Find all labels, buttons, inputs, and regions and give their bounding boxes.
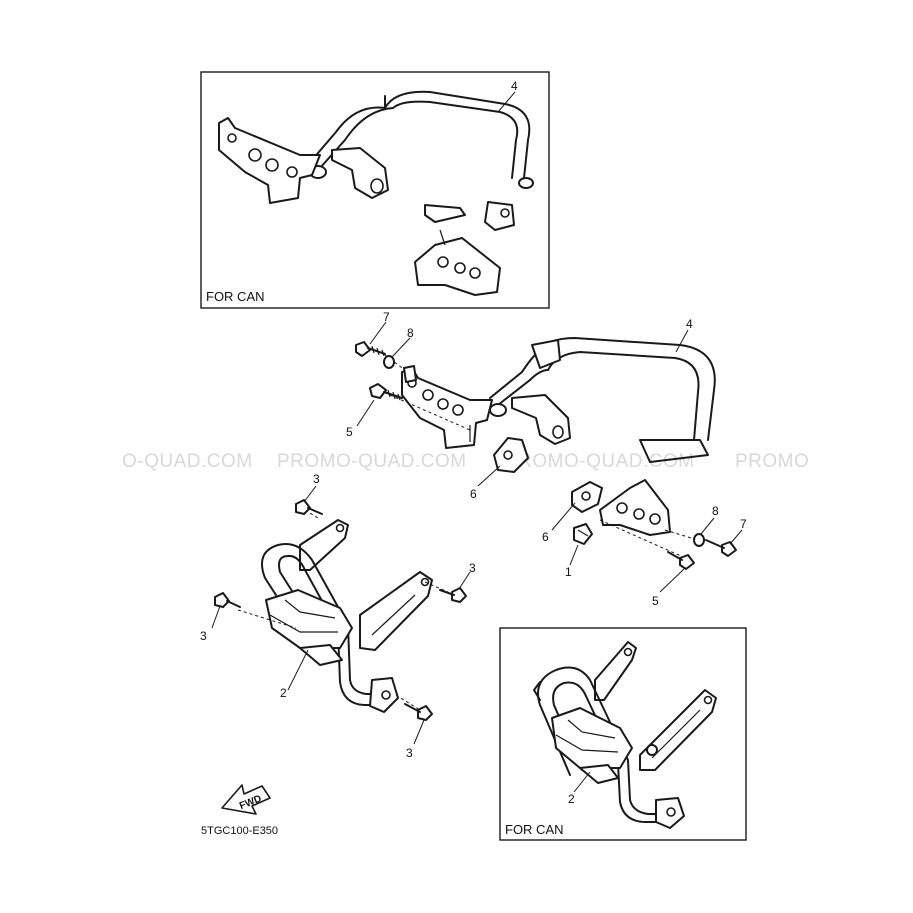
inset-bottom-frame (499, 627, 747, 841)
main-grab-bar-assembly: 4 7 8 5 6 6 1 8 7 5 (346, 310, 747, 608)
inset-bottom: 2 FOR CAN (499, 627, 747, 841)
callout-7: 7 (383, 310, 390, 324)
callout-6: 6 (470, 487, 477, 501)
watermark-segment: PROMO-QUAD.COM (505, 451, 695, 472)
watermark-segment: PROMO-QUAD.COM (277, 451, 467, 472)
callout-3: 3 (406, 746, 413, 760)
callout-4: 4 (511, 79, 518, 93)
bolt-5-left (369, 383, 403, 401)
callout-5: 5 (652, 594, 659, 608)
callout-3: 3 (200, 629, 207, 643)
watermark: O-QUAD.COM PROMO-QUAD.COM PROMO-QUAD.COM… (122, 451, 809, 472)
fwd-arrow-icon: FWD (221, 784, 271, 815)
bolt-3-top (295, 499, 323, 515)
bolt-7-right (705, 539, 737, 557)
callout-7: 7 (740, 517, 747, 531)
callout-2: 2 (280, 686, 287, 700)
bolt-5-right (667, 551, 695, 570)
watermark-segment: PROMO (735, 451, 809, 472)
callout-8: 8 (407, 326, 414, 340)
diagram-code: 5TGC100-E350 (201, 825, 278, 837)
callout-2: 2 (568, 792, 575, 806)
callout-3: 3 (469, 561, 476, 575)
front-guard-drawing (533, 641, 717, 829)
inset-label: FOR CAN (505, 822, 564, 837)
callout-8: 8 (712, 504, 719, 518)
main-front-guard-assembly: 3 3 3 3 2 (200, 472, 476, 760)
bolt-3-left (214, 592, 241, 608)
inset-top-frame (200, 71, 550, 309)
grab-bar-drawing (218, 90, 534, 296)
callout-1: 1 (565, 565, 572, 579)
callout-3: 3 (313, 472, 320, 486)
bolt-7-left (355, 341, 386, 357)
bolt-3-bottom (404, 703, 433, 721)
callout-5: 5 (346, 425, 353, 439)
inset-top: 4 FOR CAN (200, 71, 550, 309)
callout-6: 6 (542, 530, 549, 544)
callout-4: 4 (686, 317, 693, 331)
inset-label: FOR CAN (206, 289, 265, 304)
watermark-segment: O-QUAD.COM (122, 451, 253, 472)
